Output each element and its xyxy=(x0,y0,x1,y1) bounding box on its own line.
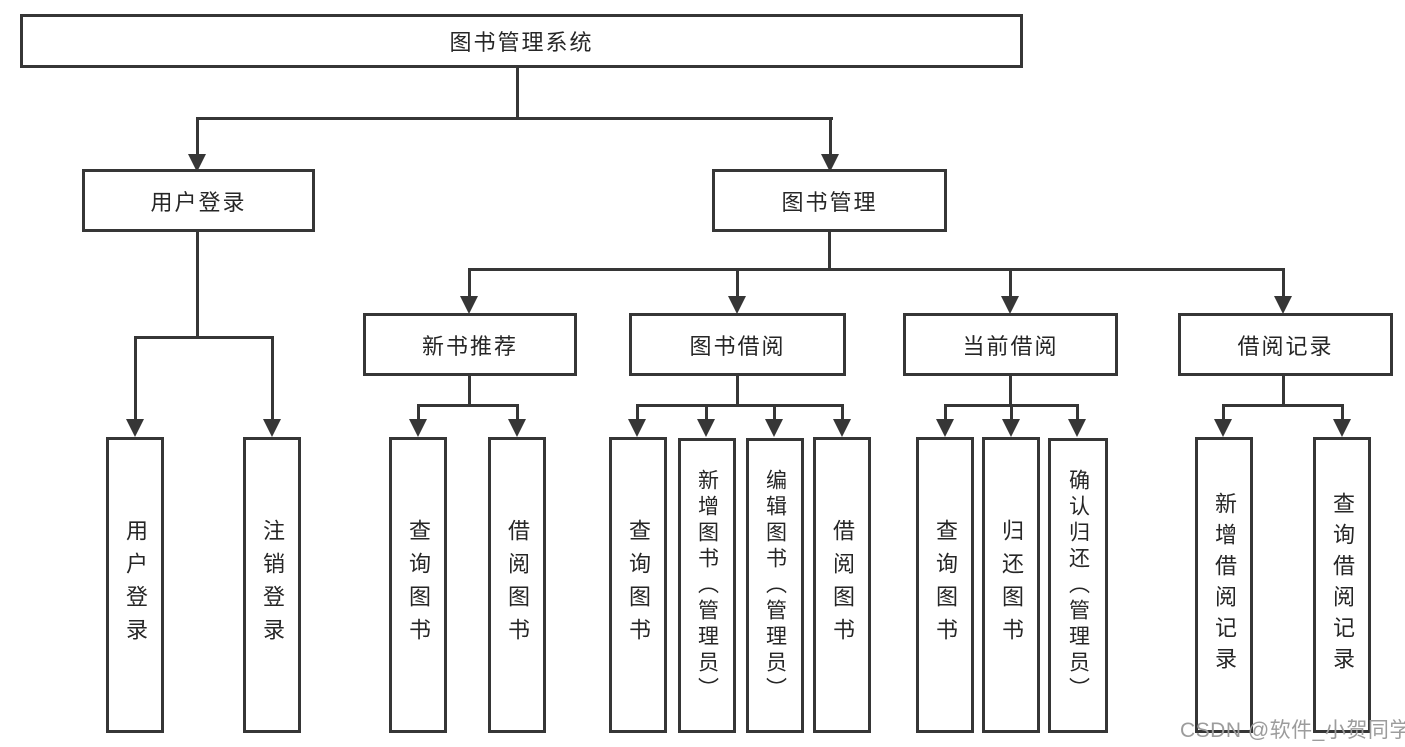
arrow-down-icon xyxy=(697,419,715,437)
arrow-down-icon xyxy=(628,419,646,437)
node-new-book-recommend: 新书推荐 xyxy=(363,313,577,376)
connector-stem-user-login xyxy=(196,117,199,157)
connector-newbook-vertical xyxy=(468,375,471,407)
leaf-confirm-return-admin: 确认归还（管理员） xyxy=(1048,438,1108,733)
node-root-label: 图书管理系统 xyxy=(449,30,594,55)
arrow-down-icon xyxy=(263,419,281,437)
node-user-login-label: 用户登录 xyxy=(150,189,247,215)
arrow-down-icon xyxy=(1274,296,1292,314)
leaf-label: 借阅图书 xyxy=(505,519,530,651)
arrow-down-icon xyxy=(1068,419,1086,437)
node-root: 图书管理系统 xyxy=(20,14,1023,68)
connector-stem-book-borrow xyxy=(736,268,739,300)
arrow-down-icon xyxy=(1214,419,1232,437)
arrow-down-icon xyxy=(1002,419,1020,437)
leaf-query-books-2: 查询图书 xyxy=(609,437,667,733)
connector-bookborrow-horizontal xyxy=(636,404,844,407)
connector-currentborrow-vertical xyxy=(1009,375,1012,407)
leaf-label: 确认归还（管理员） xyxy=(1066,468,1090,703)
connector-stem-borrow-records xyxy=(1282,268,1285,300)
connector-login-vertical xyxy=(196,232,199,338)
connector-stem xyxy=(1341,404,1344,422)
connector-stem xyxy=(636,404,639,422)
leaf-label: 编辑图书（管理员） xyxy=(763,468,787,703)
leaf-label: 查询借阅记录 xyxy=(1330,492,1355,678)
leaf-label: 查询图书 xyxy=(933,519,958,651)
connector-records-vertical xyxy=(1282,375,1285,407)
node-current-borrow-label: 当前借阅 xyxy=(962,333,1059,359)
connector-stem-new-book xyxy=(468,268,471,300)
connector-stem-login-leaf-2 xyxy=(271,336,274,422)
connector-stem xyxy=(773,404,776,422)
leaf-borrow-books-1: 借阅图书 xyxy=(488,437,546,733)
node-book-management-label: 图书管理 xyxy=(781,189,878,215)
connector-stem xyxy=(417,404,420,422)
connector-newbook-horizontal xyxy=(417,404,519,407)
node-user-login: 用户登录 xyxy=(82,169,315,232)
arrow-down-icon xyxy=(728,296,746,314)
connector-stem-login-leaf-1 xyxy=(134,336,137,422)
connector-stem-book-management xyxy=(829,117,832,157)
connector-stem xyxy=(1222,404,1225,422)
node-borrow-records-label: 借阅记录 xyxy=(1237,333,1334,359)
leaf-return-books: 归还图书 xyxy=(982,437,1040,733)
connector-stem xyxy=(705,404,708,422)
connector-books-horizontal xyxy=(468,268,1285,271)
arrow-down-icon xyxy=(1001,296,1019,314)
connector-books-vertical xyxy=(828,232,831,270)
node-book-management: 图书管理 xyxy=(712,169,947,232)
connector-stem xyxy=(1076,404,1079,422)
arrow-down-icon xyxy=(188,154,206,172)
leaf-logout: 注销登录 xyxy=(243,437,301,733)
leaf-borrow-books-2: 借阅图书 xyxy=(813,437,871,733)
connector-root-horizontal xyxy=(196,117,833,120)
arrow-down-icon xyxy=(409,419,427,437)
node-current-borrow: 当前借阅 xyxy=(903,313,1118,376)
leaf-add-book-admin: 新增图书（管理员） xyxy=(678,438,736,733)
node-book-borrow: 图书借阅 xyxy=(629,313,846,376)
arrow-down-icon xyxy=(460,296,478,314)
node-new-book-recommend-label: 新书推荐 xyxy=(421,333,518,359)
node-book-borrow-label: 图书借阅 xyxy=(689,333,786,359)
connector-stem xyxy=(1010,404,1013,422)
connector-bookborrow-vertical xyxy=(736,375,739,407)
arrow-down-icon xyxy=(936,419,954,437)
leaf-label: 查询图书 xyxy=(626,519,651,651)
arrow-down-icon xyxy=(1333,419,1351,437)
leaf-label: 注销登录 xyxy=(260,519,285,651)
watermark-text: CSDN @软件_小贺同学 xyxy=(1180,719,1405,742)
connector-stem xyxy=(944,404,947,422)
leaf-label: 归还图书 xyxy=(999,519,1024,651)
leaf-label: 查询图书 xyxy=(406,519,431,651)
connector-records-horizontal xyxy=(1222,404,1344,407)
leaf-add-borrow-record: 新增借阅记录 xyxy=(1195,437,1253,733)
leaf-edit-book-admin: 编辑图书（管理员） xyxy=(746,438,804,733)
connector-stem xyxy=(516,404,519,422)
connector-root-vertical xyxy=(516,67,519,119)
arrow-down-icon xyxy=(821,154,839,172)
arrow-down-icon xyxy=(833,419,851,437)
leaf-user-login: 用户登录 xyxy=(106,437,164,733)
connector-stem xyxy=(841,404,844,422)
connector-stem-current-borrow xyxy=(1009,268,1012,300)
arrow-down-icon xyxy=(508,419,526,437)
connector-login-horizontal xyxy=(134,336,274,339)
leaf-label: 借阅图书 xyxy=(830,519,855,651)
leaf-query-borrow-record: 查询借阅记录 xyxy=(1313,437,1371,733)
leaf-label: 用户登录 xyxy=(123,519,148,651)
leaf-label: 新增图书（管理员） xyxy=(695,468,719,703)
leaf-query-books-1: 查询图书 xyxy=(389,437,447,733)
leaf-query-books-3: 查询图书 xyxy=(916,437,974,733)
arrow-down-icon xyxy=(126,419,144,437)
leaf-label: 新增借阅记录 xyxy=(1212,492,1237,678)
node-borrow-records: 借阅记录 xyxy=(1178,313,1393,376)
arrow-down-icon xyxy=(765,419,783,437)
